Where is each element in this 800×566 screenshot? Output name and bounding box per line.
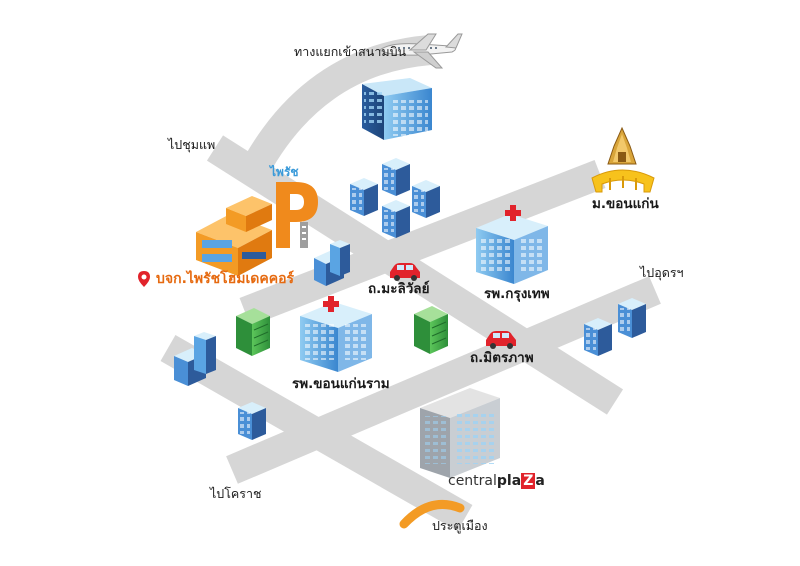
car-icon (390, 263, 420, 281)
label-bangkok-hospital: รพ.กรุงเทพ (484, 286, 550, 302)
label-airport-junction: ทางแยกเข้าสนามบิน (294, 44, 407, 59)
label-city-gate: ประตูเมือง (432, 518, 488, 533)
khonkaen-ram-hospital-building (300, 302, 372, 372)
label-mittraphap-road: ถ.มิตรภาพ (470, 350, 534, 366)
green-building-east (414, 306, 448, 354)
central-plaza-building (420, 388, 500, 478)
bangkok-hospital-building (476, 214, 548, 284)
company-name: บจก.ไพรัชโฮมเดคคอร์ (156, 271, 295, 287)
location-pin-icon (138, 271, 150, 287)
plaza-part1: central (448, 473, 497, 489)
kku-landmark-icon (607, 126, 637, 165)
blue-building-southwest (174, 332, 216, 386)
green-building-west (236, 308, 270, 356)
label-mali-wan-road: ถ.มะลิวัลย์ (368, 281, 430, 297)
plaza-part2a: pla (496, 473, 522, 489)
small-building-southwest (238, 402, 266, 440)
brand-name-text: ไพรัช (270, 165, 299, 179)
label-to-chumphae: ไปชุมแพ (168, 137, 216, 152)
label-kku: ม.ขอนแก่น (592, 196, 659, 212)
label-to-korat: ไปโคราช (210, 486, 262, 501)
plaza-part2b: a (535, 473, 545, 489)
brand-name: ไพรัช (270, 166, 299, 178)
company-label: บจก.ไพรัชโฮมเดคคอร์ (138, 271, 294, 287)
city-gate-arch-icon (399, 499, 465, 529)
small-buildings-east (584, 298, 646, 356)
airport-building (362, 78, 432, 140)
airplane-icon (379, 33, 463, 69)
label-khonkaen-ram-hospital: รพ.ขอนแก่นราม (292, 376, 390, 392)
city-gate-arch-icon-kku (591, 169, 655, 193)
building-cluster (350, 158, 440, 238)
plaza-z: Z (521, 473, 536, 489)
blue-building-west (314, 240, 350, 286)
road-korat-diagonal (160, 334, 473, 532)
label-to-udon: ไปอุดรฯ (640, 265, 684, 280)
hospital-cross-icon (323, 296, 339, 312)
hospital-cross-icon (505, 205, 521, 221)
car-icon (486, 331, 516, 349)
brand-logo-p (276, 182, 318, 248)
company-building (196, 196, 272, 276)
road-kku-diagonal (239, 160, 606, 326)
